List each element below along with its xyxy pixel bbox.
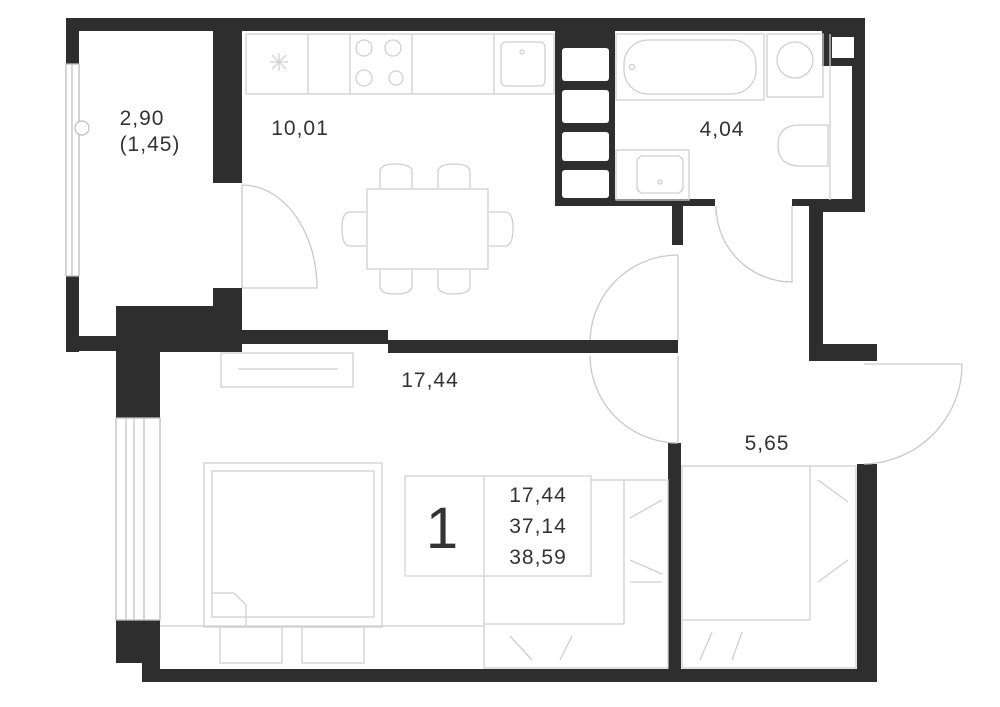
living-area-value: 17,44	[509, 484, 567, 507]
shelving-unit	[555, 31, 615, 206]
tv-unit	[220, 352, 354, 388]
bathroom-area-label: 4,04	[700, 118, 745, 141]
doors	[241, 184, 963, 465]
walls	[66, 18, 877, 682]
kitchen-area-label: 10,01	[271, 117, 329, 140]
dining-table	[341, 163, 514, 295]
bed	[203, 462, 383, 664]
balcony-reduced-area-label: (1,45)	[120, 133, 181, 156]
hall-area-label: 5,65	[745, 432, 790, 455]
total-area-with-balcony-value: 38,59	[509, 546, 567, 569]
living-room-area-label: 17,44	[401, 369, 459, 392]
rooms-count: 1	[426, 496, 458, 561]
bathroom-fixtures	[615, 33, 831, 201]
total-area-value: 37,14	[509, 515, 567, 538]
balcony-window	[65, 63, 90, 277]
living-room-window	[115, 417, 161, 621]
balcony-area-label: 2,90	[120, 107, 165, 130]
summary-box: 1 17,44 37,14 38,59	[404, 475, 592, 577]
hall-wardrobe	[681, 465, 857, 669]
kitchen-counter	[245, 33, 555, 95]
